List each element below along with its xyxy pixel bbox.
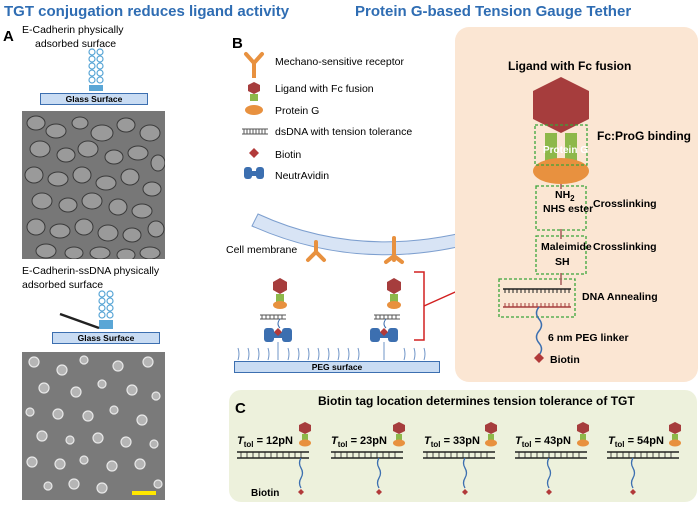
top-caption-line2: adsorbed surface <box>35 38 117 50</box>
receptor-icon <box>244 52 264 78</box>
tol-4: Ttol = 43pN <box>515 435 571 450</box>
protein-g-big-icon <box>533 158 589 184</box>
top-caption-line1: E-Cadherin physically <box>22 24 124 36</box>
tgt-constructs <box>237 422 681 495</box>
neutravidin-icon <box>244 167 264 179</box>
tether-left <box>260 278 292 342</box>
legend-dsdna: dsDNA with tension tolerance <box>275 126 413 138</box>
legend-biotin: Biotin <box>275 149 302 161</box>
legend-protein-g: Protein G <box>275 105 320 117</box>
panel-c-letter: C <box>235 400 246 417</box>
panel-c-title: Biotin tag location determines tension t… <box>318 394 635 408</box>
peg-brush <box>237 342 426 361</box>
receptor-left-icon <box>306 240 326 262</box>
nh2-label: NH2 <box>555 189 575 204</box>
dna-duplex-icon <box>503 288 571 308</box>
tether-right <box>370 278 401 342</box>
tgt-construct-3 <box>423 422 497 495</box>
detail-title: Ligand with Fc fusion <box>508 59 632 73</box>
bottom-glass-surface: Glass Surface <box>52 332 160 344</box>
panel-b-letter: B <box>232 35 243 52</box>
biotin-detail-label: Biotin <box>550 354 580 366</box>
legend-icons <box>242 52 268 179</box>
top-cells-image <box>22 111 165 259</box>
membrane-scene <box>237 213 490 361</box>
receptor-right-icon <box>384 236 404 264</box>
left-title: TGT conjugation reduces ligand activity <box>4 3 290 20</box>
detail-diagram <box>498 77 589 363</box>
bottom-micrograph <box>22 352 165 500</box>
tgt-construct-5 <box>607 422 681 495</box>
legend-ligand: Ligand with Fc fusion <box>275 83 374 95</box>
dsdna-icon <box>242 128 268 135</box>
cadherin-top-icon <box>88 48 104 91</box>
crosslinking-label-2: Crosslinking <box>593 241 657 253</box>
top-micrograph <box>22 111 165 259</box>
bottom-caption-line1: E-Cadherin-ssDNA physically <box>22 265 160 277</box>
peg-surface: PEG surface <box>234 361 440 373</box>
panel-a-letter: A <box>3 28 14 45</box>
ligand-hexagon-icon <box>533 77 589 133</box>
bottom-cells-image <box>22 352 165 500</box>
peg-linker-icon <box>535 306 543 356</box>
fc-prog-box <box>534 124 588 166</box>
right-title: Protein G-based Tension Gauge Tether <box>355 3 632 20</box>
bottom-caption-line2: adsorbed surface <box>22 279 104 291</box>
cell-membrane-label: Cell membrane <box>226 244 298 256</box>
dna-annealing-label: DNA Annealing <box>582 291 658 303</box>
nhs-label: NHS ester <box>543 203 594 215</box>
tgt-construct-1 <box>237 422 311 495</box>
cadherin-ssdna-icon <box>59 290 114 330</box>
peg-linker-label: 6 nm PEG linker <box>548 332 629 344</box>
sh-label: SH <box>555 256 570 268</box>
tol-5: Ttol = 54pN <box>608 435 664 450</box>
biotin-icon <box>249 148 259 158</box>
crosslinking-label-1: Crosslinking <box>593 198 657 210</box>
panel-c-biotin-label: Biotin <box>251 488 280 499</box>
legend-receptor: Mechano-sensitive receptor <box>275 56 404 68</box>
maleimide-label: Maleimide <box>541 241 592 253</box>
legend-neutravidin: NeutrAvidin <box>275 170 330 182</box>
tol-3: Ttol = 33pN <box>424 435 480 450</box>
scale-bar <box>132 491 156 495</box>
top-glass-surface: Glass Surface <box>40 93 148 105</box>
fc-binding-label: Fc:ProG binding <box>597 129 691 143</box>
tol-2: Ttol = 23pN <box>331 435 387 450</box>
protein-g-icon <box>245 105 263 115</box>
tol-1: Ttol = 12pN <box>237 435 293 450</box>
protein-g-label: Protein G <box>543 145 589 156</box>
tgt-construct-2 <box>331 422 405 495</box>
biotin-detail-icon <box>534 353 544 363</box>
tgt-construct-4 <box>515 422 589 495</box>
ligand-icon <box>248 82 260 101</box>
